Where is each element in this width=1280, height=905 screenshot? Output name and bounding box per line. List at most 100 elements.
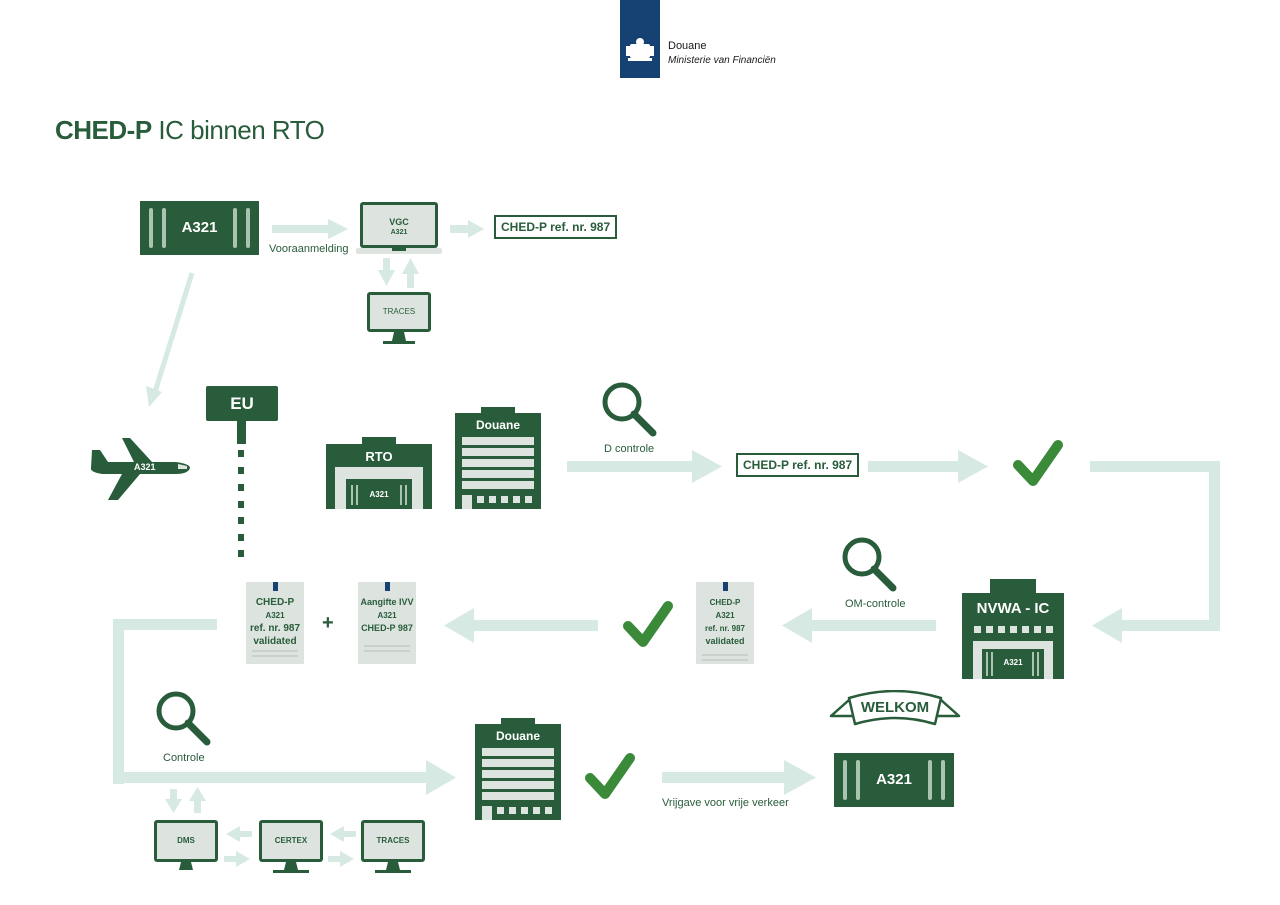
arrow-right xyxy=(450,220,484,238)
arrow-left xyxy=(444,608,598,643)
arrow-left xyxy=(782,608,936,643)
arrow-right xyxy=(224,851,250,867)
arrow-right xyxy=(272,219,348,239)
plus-sign: + xyxy=(322,612,334,634)
arrow-up xyxy=(189,787,206,813)
arrow-right xyxy=(328,851,354,867)
document-declaration: Aangifte IVV A321 CHED-P 987 xyxy=(358,582,416,664)
arrow-left xyxy=(226,826,252,842)
laptop-sub: A321 xyxy=(390,229,408,236)
welcome-text: WELKOM xyxy=(860,699,930,716)
doc-line: A321 xyxy=(377,611,397,620)
ched-ref-box: CHED-P ref. nr. 987 xyxy=(494,215,618,239)
arrow-loop-right xyxy=(1090,461,1220,643)
ched-ref-box-mid: CHED-P ref. nr. 987 xyxy=(736,453,860,477)
monitor-dms: DMS xyxy=(154,820,218,874)
doc-text-lines xyxy=(252,650,298,657)
org-name: Douane xyxy=(668,40,707,52)
douane-label: Douane xyxy=(475,418,520,432)
douane-building: Douane xyxy=(455,407,541,509)
nvwa-label: NVWA - IC xyxy=(976,600,1050,617)
document-clip-icon xyxy=(272,582,278,591)
document-clip-icon xyxy=(384,582,390,591)
system-label: TRACES xyxy=(376,836,410,845)
container-stripes-icon xyxy=(843,760,945,800)
doc-line: CHED-P xyxy=(255,597,295,608)
office-building-icon xyxy=(455,407,541,509)
title-rest: IC binnen RTO xyxy=(151,115,325,145)
checkmark-icon xyxy=(1013,440,1063,486)
nvwa-cargo-label: A321 xyxy=(1003,658,1023,667)
doc-line: ref. nr. 987 xyxy=(249,623,301,634)
document-ched-validated-left: CHED-P A321 ref. nr. 987 validated xyxy=(246,582,304,664)
arrow-right xyxy=(868,450,988,483)
warehouse-icon xyxy=(962,579,1064,679)
plane-label: A321 xyxy=(134,462,156,472)
doc-text-lines xyxy=(702,654,748,661)
arrow-up xyxy=(402,258,419,288)
om-controle-label: OM-controle xyxy=(845,598,906,610)
rto-label: RTO xyxy=(365,449,393,464)
eu-border-line xyxy=(237,421,246,557)
doc-line: validated xyxy=(253,636,297,647)
doc-line: A321 xyxy=(265,611,285,620)
system-label: CERTEX xyxy=(274,836,308,845)
ministry-name: Ministerie van Financiën xyxy=(668,55,776,66)
monitor-traces: TRACES xyxy=(361,820,425,874)
system-label: DMS xyxy=(177,836,195,845)
arrow-down xyxy=(378,258,395,286)
warehouse-icon xyxy=(326,437,432,509)
doc-line: CHED-P 987 xyxy=(361,623,413,633)
cargo-label: A321 xyxy=(876,771,912,788)
monitor-icon xyxy=(259,820,323,873)
rto-warehouse: RTO A321 xyxy=(326,437,432,509)
document-ched-validated: CHED-P A321 ref. nr. 987 validated xyxy=(696,582,754,664)
controle-label: Controle xyxy=(163,752,205,764)
doc-line: ref. nr. 987 xyxy=(704,624,746,633)
ribbon-banner-icon xyxy=(829,690,961,726)
arrow-diagonal xyxy=(146,272,195,407)
office-building-icon xyxy=(475,718,561,820)
arrow-left xyxy=(330,826,356,842)
cargo-container-released: A321 xyxy=(834,753,954,807)
magnifier-icon xyxy=(842,537,897,592)
arrow-right xyxy=(567,450,722,483)
d-controle-label: D controle xyxy=(604,443,655,455)
doc-line: validated xyxy=(705,636,745,646)
doc-line: Aangifte IVV xyxy=(360,597,414,607)
monitor-certex: CERTEX xyxy=(259,820,323,874)
arrow-right xyxy=(662,760,816,795)
preannounce-label: Vooraanmelding xyxy=(269,243,349,255)
doc-text-lines xyxy=(364,645,410,652)
logo-bar xyxy=(620,0,660,78)
welcome-banner: WELKOM xyxy=(829,690,961,736)
container-stripes-icon xyxy=(149,208,250,248)
monitor-icon xyxy=(154,820,218,870)
magnifier-icon xyxy=(602,382,657,437)
document-clip-icon xyxy=(722,582,728,591)
doc-line: A321 xyxy=(715,611,735,620)
doc-line: CHED-P xyxy=(709,598,741,607)
douane-label: Douane xyxy=(495,729,540,743)
checkmark-icon xyxy=(623,601,673,647)
page-title: CHED-P IC binnen RTO xyxy=(55,115,325,146)
airplane: A321 xyxy=(88,436,192,502)
eu-border-sign: EU xyxy=(206,386,278,421)
rto-cargo-label: A321 xyxy=(369,490,389,499)
laptop-title: VGC xyxy=(389,217,409,227)
cargo-label: A321 xyxy=(181,219,218,236)
douane-building-bottom: Douane xyxy=(475,718,561,820)
checkmark-icon xyxy=(585,753,635,799)
monitor-traces-top: TRACES xyxy=(366,292,432,346)
traces-label: TRACES xyxy=(382,307,416,316)
airplane-icon xyxy=(90,438,190,500)
laptop-icon xyxy=(356,202,442,254)
cargo-container: A321 xyxy=(140,201,259,255)
monitor-icon xyxy=(361,820,425,873)
nvwa-ic-building: NVWA - IC A321 xyxy=(962,579,1064,679)
title-bold: CHED-P xyxy=(55,115,152,145)
arrow-loop-left xyxy=(113,619,456,795)
monitor-icon xyxy=(367,292,431,344)
magnifier-icon xyxy=(156,691,211,746)
